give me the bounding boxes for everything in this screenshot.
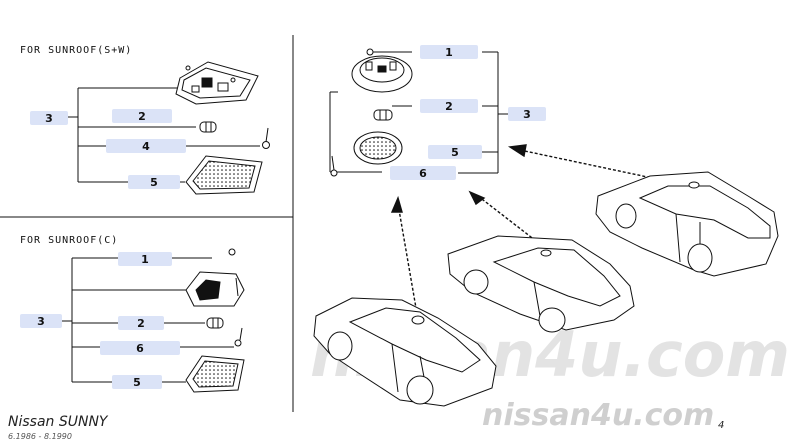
lens-icon [353, 131, 403, 165]
hatchback-car-icon [313, 297, 497, 407]
coupe-car-icon [447, 235, 635, 333]
callout-3-sw: 3 [30, 111, 68, 125]
dome-lamp-icon [185, 248, 245, 307]
section-title-sunroof-sw: FOR SUNROOF(S+W) [20, 45, 133, 56]
screw-icon [234, 327, 243, 347]
callout-1-right: 1 [420, 45, 478, 59]
screw-icon [330, 155, 338, 177]
production-dates: 6.1986 - 8.1990 [8, 432, 72, 441]
right-leader-lines [329, 51, 508, 174]
sedan-car-icon [595, 171, 779, 277]
callout-5-right: 5 [428, 145, 482, 159]
arrow-to-coupe [468, 190, 541, 245]
section-title-sunroof-c: FOR SUNROOF(C) [20, 235, 119, 246]
bulb-icon [199, 121, 217, 133]
callout-5-sw: 5 [128, 175, 180, 189]
arrow-to-sedan [507, 144, 691, 187]
screw-icon [262, 127, 270, 149]
callout-5-c: 5 [112, 375, 162, 389]
callout-2-c: 2 [118, 316, 164, 330]
dome-lamp-icon [351, 48, 413, 93]
bulb-icon [373, 109, 393, 121]
model-name: Nissan SUNNY [8, 414, 108, 430]
callout-3-c: 3 [20, 314, 62, 328]
watermark-bottom: nissan4u.com [482, 398, 715, 433]
arrow-to-hatchback [390, 195, 417, 309]
bulb-icon [206, 317, 224, 329]
page-mark: 4 [718, 420, 725, 431]
callout-6-right: 6 [390, 166, 456, 180]
callout-1-c: 1 [118, 252, 172, 266]
callout-2-right: 2 [420, 99, 478, 113]
lens-icon [185, 355, 245, 393]
dome-lamp-icon [175, 61, 259, 105]
sw-leader-lines [68, 87, 260, 183]
lens-icon [185, 155, 263, 195]
callout-6-c: 6 [100, 341, 180, 355]
callout-2-sw: 2 [112, 109, 172, 123]
callout-4-sw: 4 [106, 139, 186, 153]
callout-3-right: 3 [508, 107, 546, 121]
